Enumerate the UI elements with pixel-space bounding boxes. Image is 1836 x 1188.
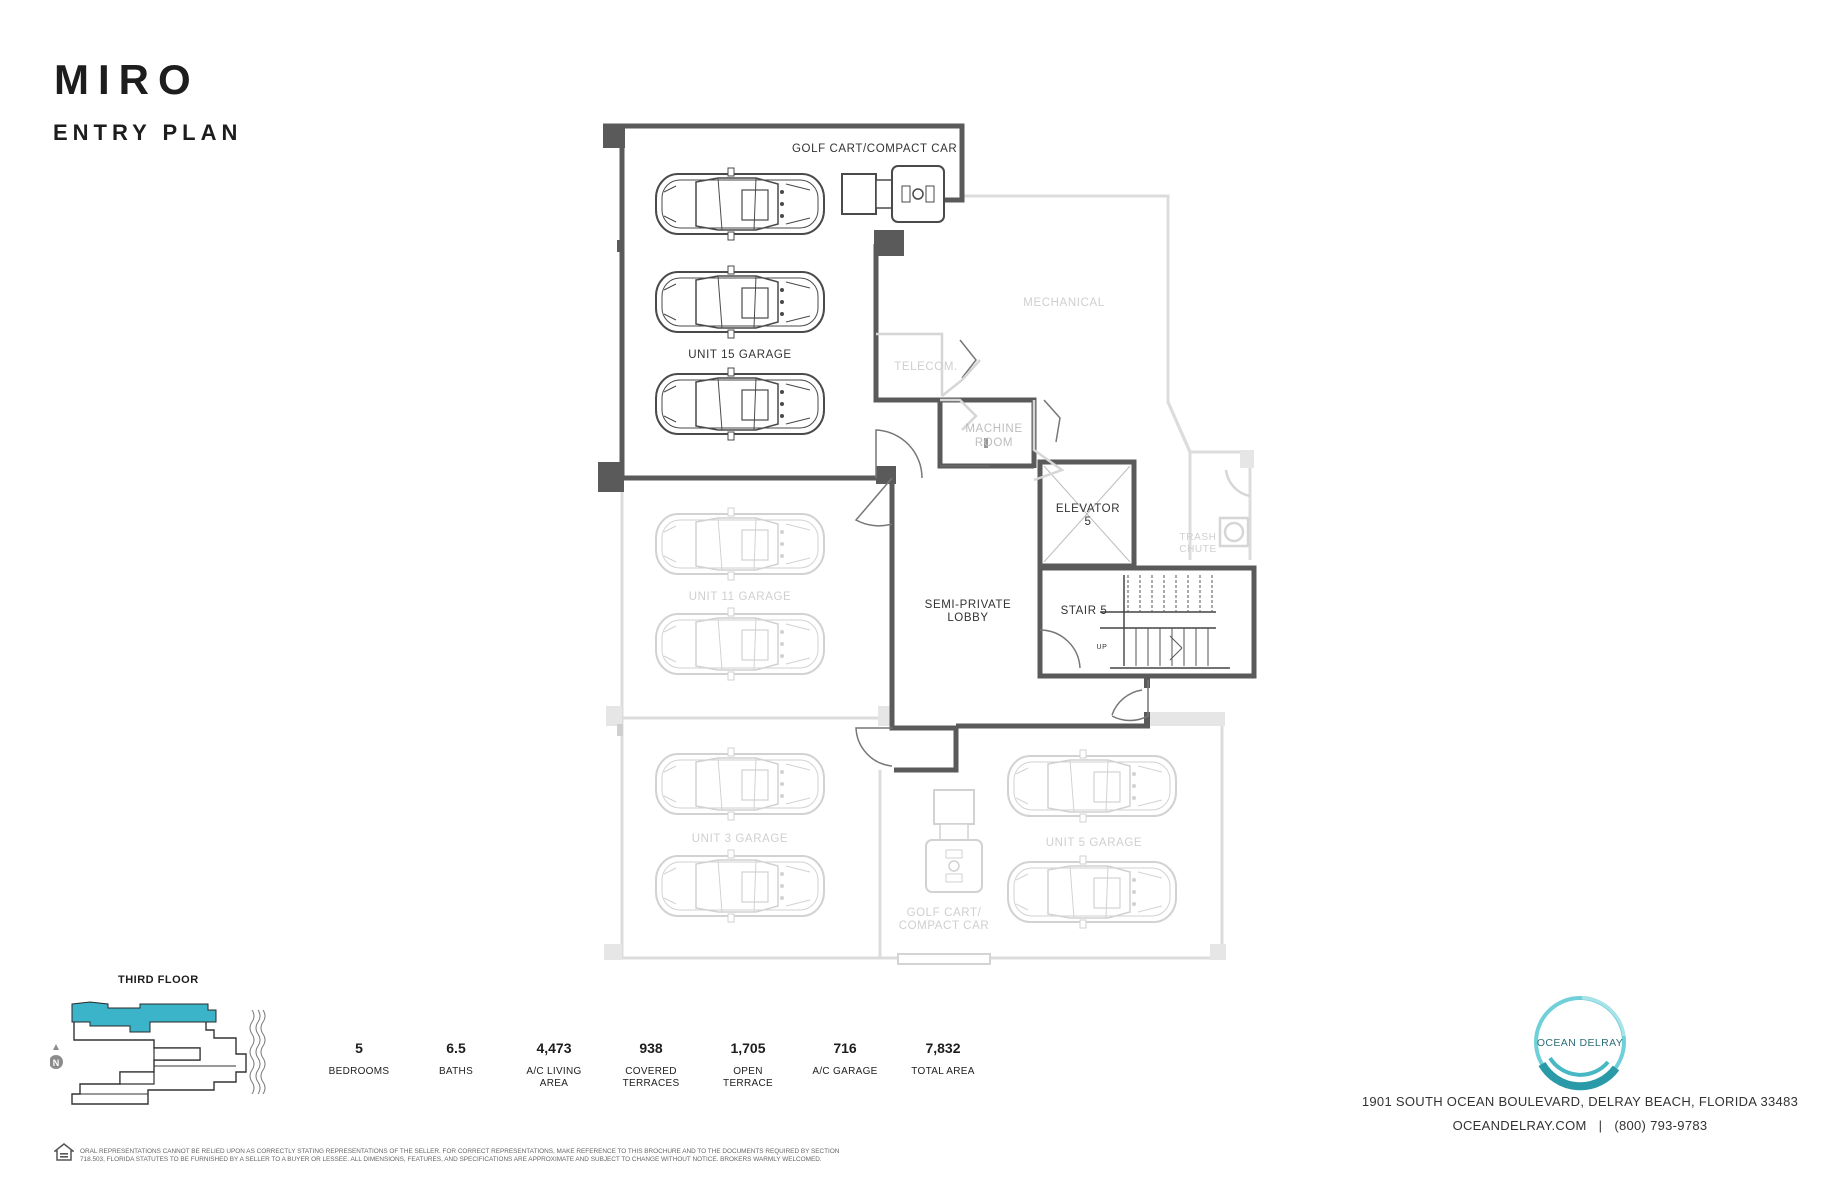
label-elevator-number: 5 (1085, 516, 1092, 528)
page-title: MIRO (54, 56, 200, 103)
key-plan-highlight (71, 1001, 217, 1033)
phone-number[interactable]: (800) 793-9783 (1614, 1118, 1708, 1133)
logo-text: OCEAN DELRAY (1537, 1037, 1623, 1049)
stat-bedrooms: 5 BEDROOMS (311, 1040, 407, 1078)
stat-value: 7,832 (925, 1040, 961, 1056)
label-telecom: TELECOM. (894, 361, 958, 373)
website-link[interactable]: OCEANDELRAY.COM (1452, 1118, 1587, 1133)
stat-label: BATHS (438, 1066, 474, 1077)
label-mechanical: MECHANICAL (1023, 297, 1104, 309)
equal-housing-icon (54, 1143, 74, 1161)
stat-label: OPEN TERRACE (723, 1066, 773, 1089)
label-machine: MACHINE (965, 423, 1022, 435)
label-chute: CHUTE (1179, 544, 1216, 555)
label-room: ROOM (975, 437, 1013, 449)
north-arrow-icon (50, 1055, 63, 1069)
page-subtitle: ENTRY PLAN (53, 120, 243, 145)
label-golf-cart-top: GOLF CART/COMPACT CAR (792, 143, 957, 155)
label-unit3-garage: UNIT 3 GARAGE (692, 833, 788, 845)
address: 1901 SOUTH OCEAN BOULEVARD, DELRAY BEACH… (1361, 1094, 1799, 1109)
label-trash: TRASH (1180, 532, 1217, 543)
label-golf-cart-bottom-2: COMPACT CAR (899, 920, 990, 932)
label-lobby-2: LOBBY (947, 612, 988, 624)
stat-label: BEDROOMS (328, 1066, 390, 1077)
stat-total-area: 7,832 TOTAL AREA (895, 1040, 991, 1078)
legal-disclaimer: ORAL REPRESENTATIONS CANNOT BE RELIED UP… (80, 1148, 840, 1163)
key-plan-title: THIRD FLOOR (118, 974, 199, 986)
stat-label: A/C GARAGE (812, 1066, 878, 1077)
stat-label: COVERED TERRACES (622, 1066, 680, 1089)
stat-covered-terraces: 938 COVERED TERRACES (603, 1040, 699, 1090)
stat-ac-garage: 716 A/C GARAGE (797, 1040, 893, 1078)
label-unit11-garage: UNIT 11 GARAGE (689, 591, 792, 603)
label-lobby-1: SEMI-PRIVATE (925, 599, 1012, 611)
stat-value: 1,705 (730, 1040, 766, 1056)
stat-value: 4,473 (536, 1040, 572, 1056)
stat-label: TOTAL AREA (911, 1066, 975, 1077)
stat-ac-living-area: 4,473 A/C LIVING AREA (506, 1040, 602, 1090)
north-label: N (53, 1058, 60, 1068)
label-unit5-garage: UNIT 5 GARAGE (1046, 837, 1142, 849)
label-elevator: ELEVATOR (1056, 503, 1120, 515)
stat-value: 5 (355, 1040, 363, 1056)
contact-separator: | (1598, 1118, 1603, 1133)
label-up: UP (1097, 644, 1108, 651)
contact-line: OCEANDELRAY.COM | (800) 793-9783 (1360, 1118, 1800, 1133)
stat-value: 938 (639, 1040, 663, 1056)
label-stair: STAIR 5 (1061, 605, 1108, 617)
stat-value: 6.5 (446, 1040, 466, 1056)
label-golf-cart-bottom-1: GOLF CART/ (907, 907, 982, 919)
stat-open-terrace: 1,705 OPEN TERRACE (700, 1040, 796, 1090)
stat-baths: 6.5 BATHS (408, 1040, 504, 1078)
stat-value: 716 (833, 1040, 857, 1056)
stat-label: A/C LIVING AREA (526, 1066, 582, 1089)
ocean-delray-logo: OCEAN DELRAY (1534, 996, 1626, 1091)
label-unit15-garage: UNIT 15 GARAGE (688, 349, 791, 361)
key-plan: N (50, 1001, 266, 1105)
